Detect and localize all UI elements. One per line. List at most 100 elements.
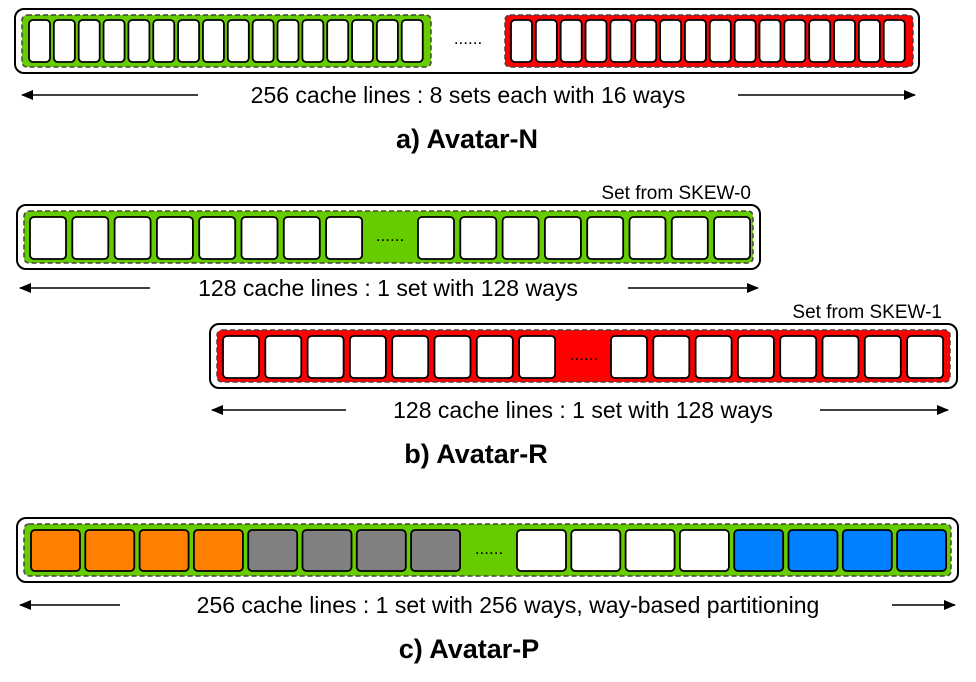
cache-line	[226, 19, 250, 63]
cache-line	[518, 335, 556, 379]
partitioned-cache-line	[410, 529, 462, 572]
cache-line	[306, 335, 345, 379]
cache-line	[29, 216, 67, 260]
skew1-set-label: Set from SKEW-1	[792, 302, 942, 323]
cache-line	[240, 216, 279, 260]
cache-line	[858, 19, 881, 63]
cache-line	[584, 19, 608, 63]
cache-line	[433, 335, 472, 379]
cache-line	[708, 19, 732, 63]
cache-line	[351, 19, 374, 63]
skew0-set-lines	[29, 216, 751, 260]
cache-line	[348, 335, 387, 379]
skew1-span-label: 128 cache lines : 1 set with 128 ways	[393, 397, 773, 423]
cache-line	[198, 216, 237, 260]
partitioned-cache-line	[516, 529, 567, 572]
partitioned-cache-line	[624, 529, 676, 572]
cache-line	[127, 19, 151, 63]
partitioned-cache-line	[841, 529, 893, 572]
partitioned-cache-line	[570, 529, 622, 572]
cache-line	[610, 335, 648, 379]
partitioned-cache-line	[247, 529, 299, 572]
partitioned-cache-line	[301, 529, 353, 572]
partitioned-cache-line	[733, 529, 785, 572]
cache-line	[713, 216, 751, 260]
cache-line	[634, 19, 658, 63]
avatar-p-set-lines	[30, 529, 947, 572]
cache-line	[264, 335, 303, 379]
avatar-n-first-set-lines	[28, 19, 424, 63]
cache-line	[544, 216, 582, 260]
cache-line	[758, 19, 782, 63]
cache-line	[694, 335, 733, 379]
cache-line	[77, 19, 101, 63]
cache-line	[276, 19, 300, 63]
avatar-n-panel: ...... 256 cache lines : 8 sets each wit…	[14, 8, 920, 154]
partitioned-cache-line	[30, 529, 81, 572]
avatar-n-caption: a) Avatar-N	[396, 124, 538, 154]
cache-line	[152, 19, 176, 63]
cache-line	[113, 216, 152, 260]
avatar-p-panel: ...... 256 cache lines : 1 set with 256 …	[16, 517, 959, 664]
cache-line	[475, 335, 514, 379]
avatar-n-span-label: 256 cache lines : 8 sets each with 16 wa…	[251, 82, 686, 108]
cache-line	[326, 19, 350, 63]
cache-line	[808, 19, 832, 63]
cache-line	[202, 19, 225, 63]
cache-line	[659, 19, 682, 63]
cache-line	[779, 335, 818, 379]
avatar-n-ellipsis: ......	[454, 29, 482, 48]
cache-line	[28, 19, 51, 63]
partitioned-cache-line	[192, 529, 244, 572]
partitioned-cache-line	[787, 529, 839, 572]
partitioned-cache-line	[138, 529, 190, 572]
cache-line	[906, 335, 944, 379]
cache-line	[882, 19, 906, 63]
cache-line	[833, 19, 856, 63]
cache-line	[684, 19, 707, 63]
cache-line	[628, 216, 667, 260]
cache-line	[400, 19, 424, 63]
avatar-p-caption: c) Avatar-P	[399, 634, 540, 664]
cache-line	[670, 216, 709, 260]
partitioned-cache-line	[84, 529, 136, 572]
cache-line	[821, 335, 860, 379]
cache-line	[375, 19, 399, 63]
cache-line	[586, 216, 625, 260]
cache-line	[737, 335, 775, 379]
cache-line	[559, 19, 583, 63]
cache-line	[609, 19, 633, 63]
avatar-r-panel: Set from SKEW-0 ...... 128 cache lines :…	[16, 183, 958, 469]
cache-line	[417, 216, 455, 260]
cache-line	[459, 216, 498, 260]
cache-line	[510, 19, 533, 63]
skew0-set-label: Set from SKEW-0	[601, 183, 751, 204]
cache-line	[71, 216, 110, 260]
skew0-span-label: 128 cache lines : 1 set with 128 ways	[198, 275, 578, 301]
cache-line	[733, 19, 757, 63]
avatar-r-caption: b) Avatar-R	[404, 439, 548, 469]
cache-line	[863, 335, 902, 379]
cache-line	[301, 19, 325, 63]
skew0-ellipsis: ......	[376, 226, 404, 245]
skew1-set-lines	[222, 335, 944, 379]
avatar-p-span-label: 256 cache lines : 1 set with 256 ways, w…	[197, 592, 820, 618]
cache-line	[222, 335, 260, 379]
cache-line	[282, 216, 321, 260]
partitioned-cache-line	[679, 529, 730, 572]
cache-line	[251, 19, 275, 63]
cache-line	[155, 216, 194, 260]
cache-line	[783, 19, 807, 63]
cache-line	[102, 19, 126, 63]
cache-line	[652, 335, 691, 379]
skew1-ellipsis: ......	[570, 345, 598, 364]
cache-line	[534, 19, 558, 63]
cache-line	[501, 216, 540, 260]
cache-line	[52, 19, 76, 63]
cache-line	[391, 335, 430, 379]
avatar-p-ellipsis: ......	[475, 539, 503, 558]
partitioned-cache-line	[896, 529, 947, 572]
avatar-n-last-set-lines	[510, 19, 906, 63]
cache-line	[177, 19, 201, 63]
